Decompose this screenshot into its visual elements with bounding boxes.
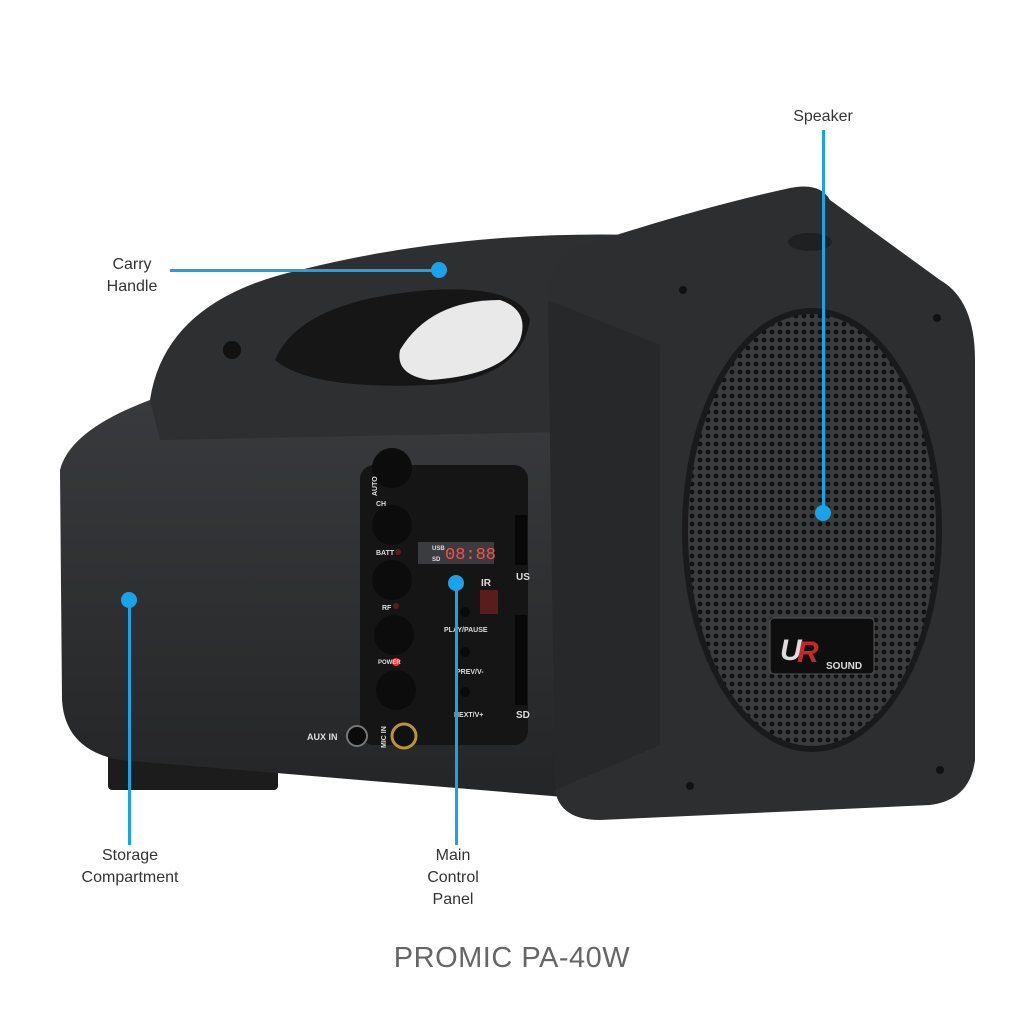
panel-label-logo-text: SOUND [826,661,862,672]
sd-slot[interactable] [515,615,527,705]
panel-label-power: POWER [378,660,401,666]
panel-label-prev: PREV/V- [456,669,484,676]
callout-speaker: Speaker [793,108,853,125]
led-display [418,542,494,564]
leader-line-carry-handle [170,269,440,272]
marker-control-panel [448,575,464,591]
callout-text: Control [427,869,479,886]
speaker-grill [688,314,936,746]
callout-text: Compartment [81,869,179,886]
ir-receiver [480,590,498,614]
panel-label-next: NEXT/V+ [454,712,483,719]
panel-label-usbd: USB [432,546,445,552]
volume-knobs [372,448,416,710]
panel-label-usb: US [516,572,530,583]
callout-text: Handle [106,278,158,295]
panel-label-ir: IR [481,578,492,589]
panel-label-auto: AUTO [372,476,379,496]
callout-text: Main [435,847,471,864]
panel-label-aux: AUX IN [307,732,338,742]
aux-in-jack[interactable] [346,725,368,747]
panel-label-play: PLAY/PAUSE [444,627,488,634]
power-led [392,658,400,666]
panel-label-mic: MIC IN [381,726,388,748]
leader-line-control-panel [455,583,458,845]
marker-carry-handle [431,262,447,278]
panel-label-rf: RF [382,605,392,612]
panel-label-disp: 08:88 [445,546,496,565]
panel-label-sd: SD [516,710,530,721]
panel-label-ch: CH [376,501,386,508]
leader-line-storage [128,600,131,845]
brand-logo: U R SOUND [769,617,875,675]
callout-carry-handle: Carry Handle [92,254,172,298]
svg-text:R: R [797,636,819,669]
marker-storage [121,592,137,608]
leader-line-speaker [822,130,825,513]
callout-text: Storage [101,847,159,864]
usb-port[interactable] [515,515,527,565]
svg-text:U: U [780,634,803,667]
callout-text: Panel [432,891,474,908]
marker-speaker [815,505,831,521]
callout-storage-compartment: Storage Compartment [60,845,200,889]
mic-in-jack[interactable] [390,722,418,750]
callout-main-control-panel: Main Control Panel [403,845,503,911]
callout-text: Carry [112,256,152,273]
panel-label-batt: BATT [376,550,395,557]
product-title: PROMIC PA-40W [393,942,631,974]
panel-label-sdd: SD [432,557,441,563]
